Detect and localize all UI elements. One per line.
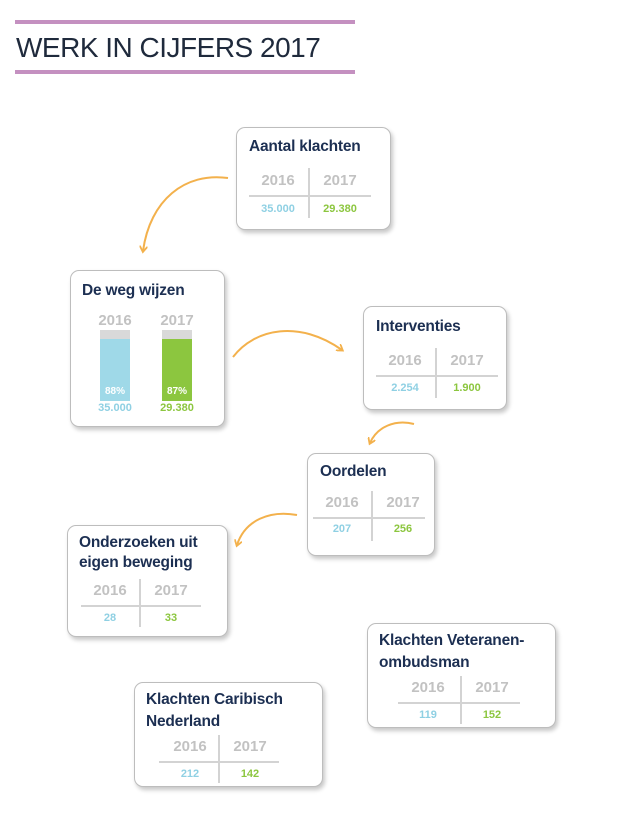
arrow-wegwijzen-to-interventies — [232, 330, 342, 358]
value-2017: 142 — [240, 768, 260, 780]
bar-2017: 87% — [162, 330, 192, 401]
value-2016: 119 — [419, 709, 437, 721]
card-title: Oordelen — [320, 463, 387, 480]
value-2017: 1.900 — [453, 382, 481, 394]
value-2017: 29.380 — [323, 203, 357, 215]
card-title-line2: ombudsman — [379, 654, 470, 671]
divider-vertical — [139, 579, 141, 627]
card-title-line1: Klachten Caribisch — [146, 691, 283, 708]
card-title-line2: Nederland — [146, 713, 220, 730]
divider-horizontal — [313, 517, 425, 519]
arrow-oordelen-to-onderzoeken — [237, 512, 298, 545]
value-2016: 35.000 — [261, 203, 295, 215]
card-title-line1: Klachten Veteranen- — [379, 632, 525, 649]
bar-2017-percent: 87% — [166, 386, 187, 397]
year-2016-label: 2016 — [173, 738, 207, 755]
year-2016-label: 2016 — [98, 312, 132, 329]
card-interventies: Interventies 2016 2017 2.254 1.900 — [363, 306, 507, 410]
page-title: WERK IN CIJFERS 2017 — [16, 32, 321, 63]
divider-vertical — [460, 676, 462, 724]
card-title: Interventies — [376, 318, 461, 335]
year-2017-label: 2017 — [386, 494, 420, 511]
year-2017-label: 2017 — [154, 582, 188, 599]
bar-2016-fill: 88% — [100, 338, 130, 401]
divider-vertical — [435, 348, 437, 398]
value-2016: 2.254 — [391, 382, 419, 394]
year-2016-label: 2016 — [411, 679, 445, 696]
divider-horizontal — [249, 195, 371, 197]
divider-vertical — [371, 491, 373, 541]
value-2017: 152 — [482, 709, 502, 721]
year-2016-label: 2016 — [325, 494, 359, 511]
card-title: Aantal klachten — [249, 138, 361, 155]
card-klachten-caribisch-nederland: Klachten Caribisch Nederland 2016 2017 2… — [134, 682, 323, 787]
year-2017-label: 2017 — [160, 312, 194, 329]
value-2016: 35.000 — [98, 402, 132, 414]
divider-vertical — [308, 168, 310, 218]
value-2017: 256 — [393, 523, 413, 535]
card-oordelen: Oordelen 2016 2017 207 256 — [307, 453, 435, 556]
arrow-interventies-to-oordelen — [370, 421, 415, 443]
value-2016: 212 — [180, 768, 200, 780]
card-title: De weg wijzen — [82, 282, 185, 299]
card-title-line1: Onderzoeken uit — [79, 534, 198, 551]
year-2017-label: 2017 — [233, 738, 267, 755]
card-title-line2: eigen beweging — [79, 554, 193, 571]
title-bar-bottom — [15, 70, 355, 74]
year-2017-label: 2017 — [323, 172, 357, 189]
value-2017: 29.380 — [160, 402, 194, 414]
divider-horizontal — [398, 702, 520, 704]
card-onderzoeken-eigen-beweging: Onderzoeken uit eigen beweging 2016 2017… — [67, 525, 228, 637]
value-2016: 207 — [332, 523, 352, 535]
year-2016-label: 2016 — [93, 582, 127, 599]
bar-2017-fill: 87% — [162, 339, 192, 401]
year-2017-label: 2017 — [475, 679, 509, 696]
divider-horizontal — [81, 605, 201, 607]
value-2017: 33 — [164, 612, 178, 624]
card-de-weg-wijzen: De weg wijzen 2016 2017 88% 87% 35.000 2… — [70, 270, 225, 427]
arrow-klachten-to-wegwijzen — [143, 176, 229, 251]
card-klachten-veteranenombudsman: Klachten Veteranen- ombudsman 2016 2017 … — [367, 623, 556, 728]
value-2016: 28 — [103, 612, 117, 624]
card-aantal-klachten: Aantal klachten 2016 2017 35.000 29.380 — [236, 127, 391, 230]
year-2017-label: 2017 — [450, 352, 484, 369]
bar-2016: 88% — [100, 330, 130, 401]
year-2016-label: 2016 — [261, 172, 295, 189]
divider-horizontal — [159, 761, 279, 763]
divider-vertical — [218, 735, 220, 783]
year-2016-label: 2016 — [388, 352, 422, 369]
divider-horizontal — [376, 375, 498, 377]
title-bar-top — [15, 20, 355, 24]
bar-2016-percent: 88% — [104, 386, 125, 397]
